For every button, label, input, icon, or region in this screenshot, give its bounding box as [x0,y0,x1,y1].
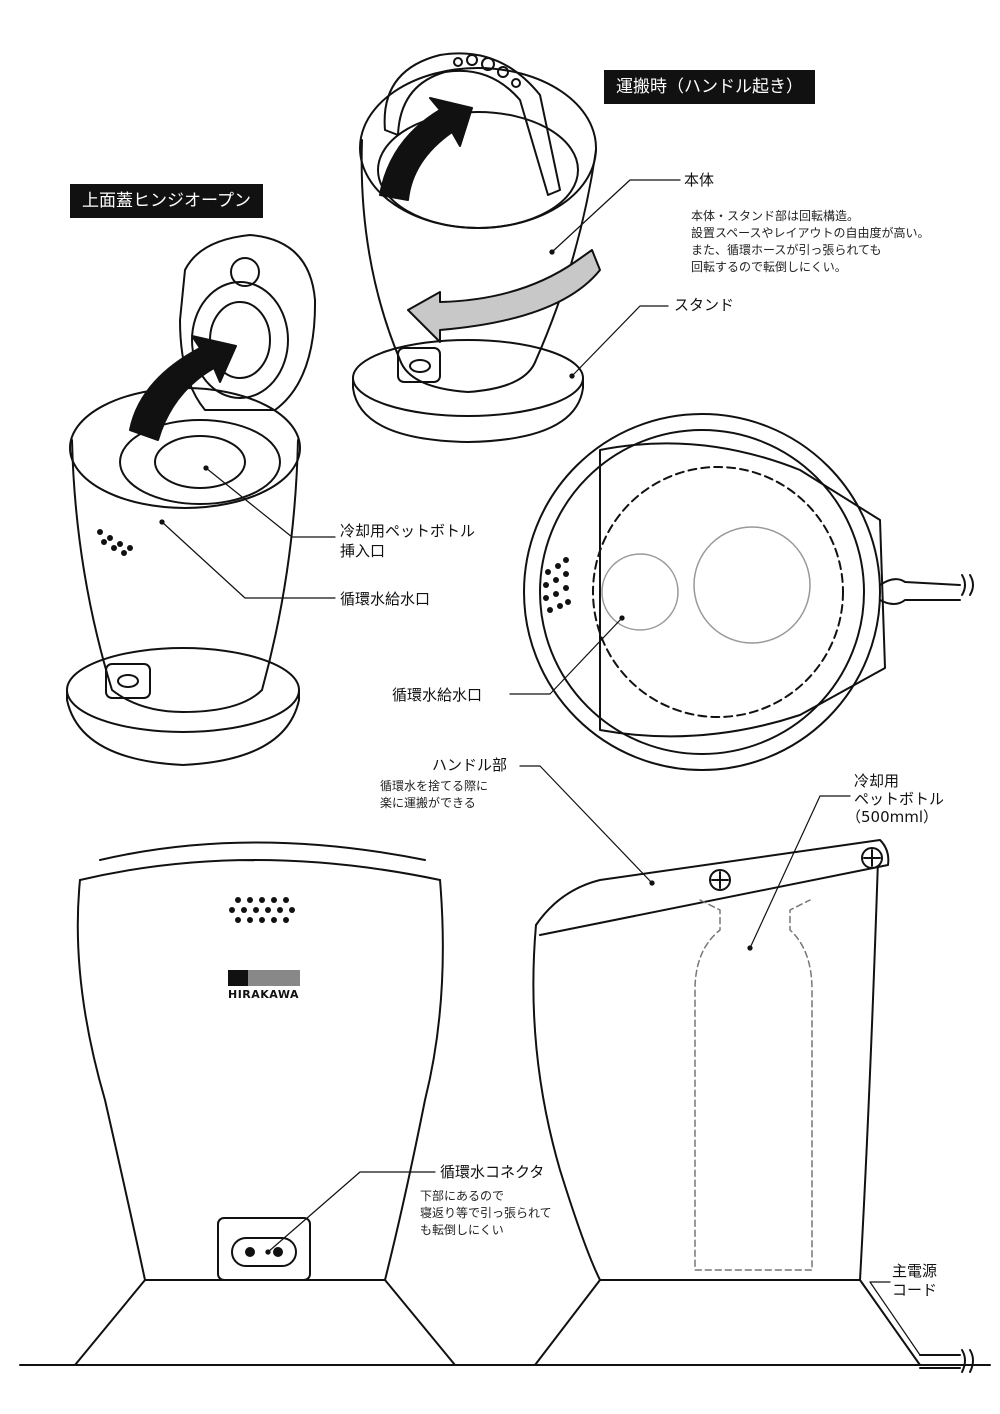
cooling-bottle-label-1: 冷却用 [854,772,900,790]
power-cord-label-2: コード [892,1281,938,1299]
stand-label: スタンド [674,296,735,314]
body-description-1: 本体・スタンド部は回転構造。 [691,209,860,223]
bottle-inlet-label-2: 挿入口 [340,542,386,560]
cooling-bottle-label-2: ペットボトル [854,790,945,808]
transport-view-drawing [352,52,601,443]
handle-label: ハンドル部 [432,756,508,774]
body-description-4: 回転するので転倒しにくい。 [691,260,847,274]
hinge-open-view-drawing [66,234,317,766]
cooling-bottle-label-3: （500mml） [846,808,939,826]
handle-description-1: 循環水を捨てる際に [380,779,489,793]
connector-label: 循環水コネクタ [440,1163,545,1181]
bottle-inlet-label-1: 冷却用ペットボトル [340,522,476,540]
handle-description-2: 楽に運搬ができる [380,796,476,810]
connector-description-1: 下部にあるので [420,1189,505,1203]
water-inlet-label-right: 循環水給水口 [392,686,483,704]
body-description-2: 設置スペースやレイアウトの自由度が高い。 [691,226,930,240]
power-cord-label-1: 主電源 [892,1262,938,1280]
water-inlet-label-left: 循環水給水口 [340,590,431,608]
side-view-drawing [532,839,974,1373]
transport-badge: 運搬時（ハンドル起き） [604,70,815,104]
front-view-drawing [19,841,991,1366]
body-label: 本体 [684,171,715,189]
brand-logo-text: HIRAKAWA [228,988,299,1001]
top-down-view-drawing [523,413,974,771]
connector-description-3: も転倒しにくい [420,1223,504,1237]
hinge-open-badge: 上面蓋ヒンジオープン [70,184,263,218]
connector-description-2: 寝返り等で引っ張られて [420,1206,552,1220]
body-description-3: また、循環ホースが引っ張られても [691,243,882,257]
